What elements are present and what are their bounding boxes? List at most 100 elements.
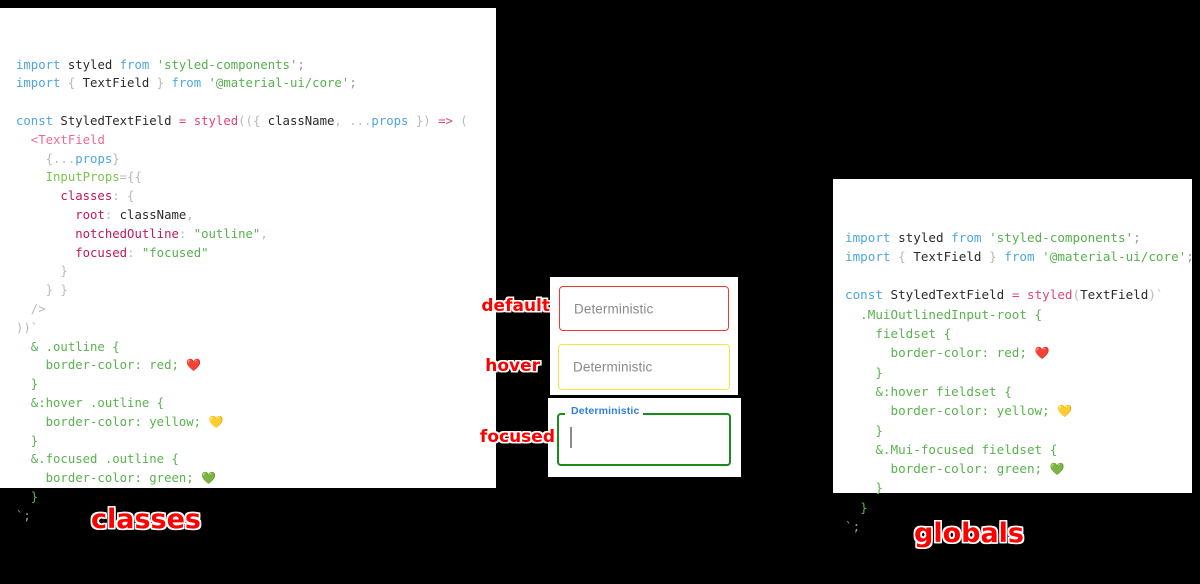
textfield-focused[interactable]: Deterministic <box>557 405 731 466</box>
code-token: import <box>845 248 899 264</box>
panel-title-globals: globals <box>914 518 1025 549</box>
code-token: '@material-ui/core' <box>208 76 350 91</box>
code-token: { <box>252 113 268 128</box>
code-token: { <box>16 151 54 166</box>
code-token: } <box>981 248 1005 264</box>
code-token: '@material-ui/core' <box>1042 248 1187 264</box>
annotation-hover: hover <box>485 356 540 376</box>
code-line <box>845 266 1192 285</box>
code-line: InputProps={{ <box>16 168 496 187</box>
code-line: } } <box>16 281 496 300</box>
code-token: StyledTextField <box>890 287 1012 303</box>
textfield-hover[interactable]: Deterministic <box>558 344 730 390</box>
code-line: import styled from 'styled-components'; <box>16 56 496 75</box>
code-token: } <box>845 499 868 515</box>
code-token: .MuiOutlinedInput-root { <box>845 306 1043 322</box>
heart-emoji: 💚 <box>201 471 217 486</box>
heart-emoji: 💚 <box>1049 462 1065 477</box>
code-line: } <box>845 421 1192 440</box>
code-token: } <box>845 480 883 496</box>
code-token: const <box>845 287 891 303</box>
code-line: import { TextField } from '@material-ui/… <box>845 247 1194 266</box>
heart-emoji: 💛 <box>208 414 224 429</box>
code-token: } <box>149 76 172 91</box>
code-token: => <box>430 113 461 128</box>
code-line: ))` <box>16 319 496 338</box>
demo-card-default-hover: Deterministic Deterministic <box>550 277 738 395</box>
code-line: border-color: green; 💚 <box>845 459 1192 478</box>
code-line: } <box>16 375 496 394</box>
code-token: TextField <box>38 132 105 147</box>
code-token: 'styled-components' <box>989 229 1134 245</box>
code-token: } <box>16 377 39 392</box>
code-token: ; <box>297 57 305 72</box>
textfield-hover-placeholder: Deterministic <box>573 359 653 375</box>
annotation-default: default <box>481 296 550 316</box>
code-line: import styled from 'styled-components'; <box>845 228 1192 247</box>
code-line: fieldset { <box>845 324 1192 343</box>
code-token: root <box>16 207 105 222</box>
code-token: (( <box>238 113 253 128</box>
code-token: = <box>1011 287 1027 303</box>
code-token: & .outline { <box>16 339 120 354</box>
code-token: from <box>951 229 990 245</box>
code-token: import <box>845 229 899 245</box>
code-token: ... <box>349 113 372 128</box>
code-line: notchedOutline: "outline", <box>16 225 496 244</box>
notched-outline <box>557 413 731 466</box>
code-token: ; <box>1133 229 1141 245</box>
code-token: 'styled-components' <box>156 57 298 72</box>
code-token: StyledTextField <box>60 113 179 128</box>
code-token: } } <box>16 283 68 298</box>
code-token: ( <box>1072 287 1081 303</box>
code-line: } <box>845 478 1192 497</box>
code-token: import <box>16 57 68 72</box>
code-token: border-color: green; <box>845 461 1050 477</box>
code-line: border-color: green; 💚 <box>16 469 496 488</box>
code-block-globals[interactable]: import styled from 'styled-components';i… <box>845 228 1194 537</box>
code-token: { <box>67 76 83 91</box>
code-line: const StyledTextField = styled(TextField… <box>845 285 1192 304</box>
code-token: from <box>171 76 209 91</box>
code-token: } <box>16 264 68 279</box>
code-line: `; <box>845 517 1192 536</box>
code-token: border-color: yellow; <box>845 403 1058 419</box>
code-line: border-color: red; ❤️ <box>16 356 496 375</box>
code-token: TextField <box>1080 287 1149 303</box>
code-token: TextField <box>82 76 150 91</box>
code-line: .MuiOutlinedInput-root { <box>845 305 1192 324</box>
code-token: )` <box>1148 287 1164 303</box>
code-line: const StyledTextField = styled(({ classN… <box>16 112 496 131</box>
code-token: border-color: yellow; <box>16 414 209 429</box>
code-block-classes[interactable]: import styled from 'styled-components';i… <box>16 56 496 526</box>
code-token: props <box>371 113 409 128</box>
code-token: notchedOutline <box>16 226 179 241</box>
code-token: } <box>16 433 39 448</box>
code-token: } <box>845 422 883 438</box>
code-line: import { TextField } from '@material-ui/… <box>16 74 496 93</box>
code-token: { <box>898 248 914 264</box>
heart-emoji: 💛 <box>1057 404 1073 419</box>
code-line: &.focused .outline { <box>16 450 496 469</box>
code-token: ... <box>53 151 76 166</box>
code-line: /> <box>16 300 496 319</box>
code-token: &.focused .outline { <box>16 452 179 467</box>
code-line <box>16 93 496 112</box>
code-line: border-color: yellow; 💛 <box>16 413 496 432</box>
code-token: `; <box>16 508 31 523</box>
code-token: , <box>186 207 194 222</box>
textfield-focused-label: Deterministic <box>568 405 643 417</box>
text-caret <box>570 427 572 448</box>
code-token: : <box>127 245 142 260</box>
code-token: ={{ <box>119 170 142 185</box>
heart-emoji: ❤️ <box>1034 346 1050 361</box>
code-token: TextField <box>913 248 982 264</box>
code-line: } <box>16 488 496 507</box>
code-token: &:hover fieldset { <box>845 383 1012 399</box>
textfield-default[interactable]: Deterministic <box>559 286 729 331</box>
annotation-focused: focused <box>479 427 555 447</box>
code-token: from <box>119 57 157 72</box>
code-token: = <box>178 113 194 128</box>
code-token: &:hover .outline { <box>16 395 165 410</box>
code-token: props <box>75 151 113 166</box>
